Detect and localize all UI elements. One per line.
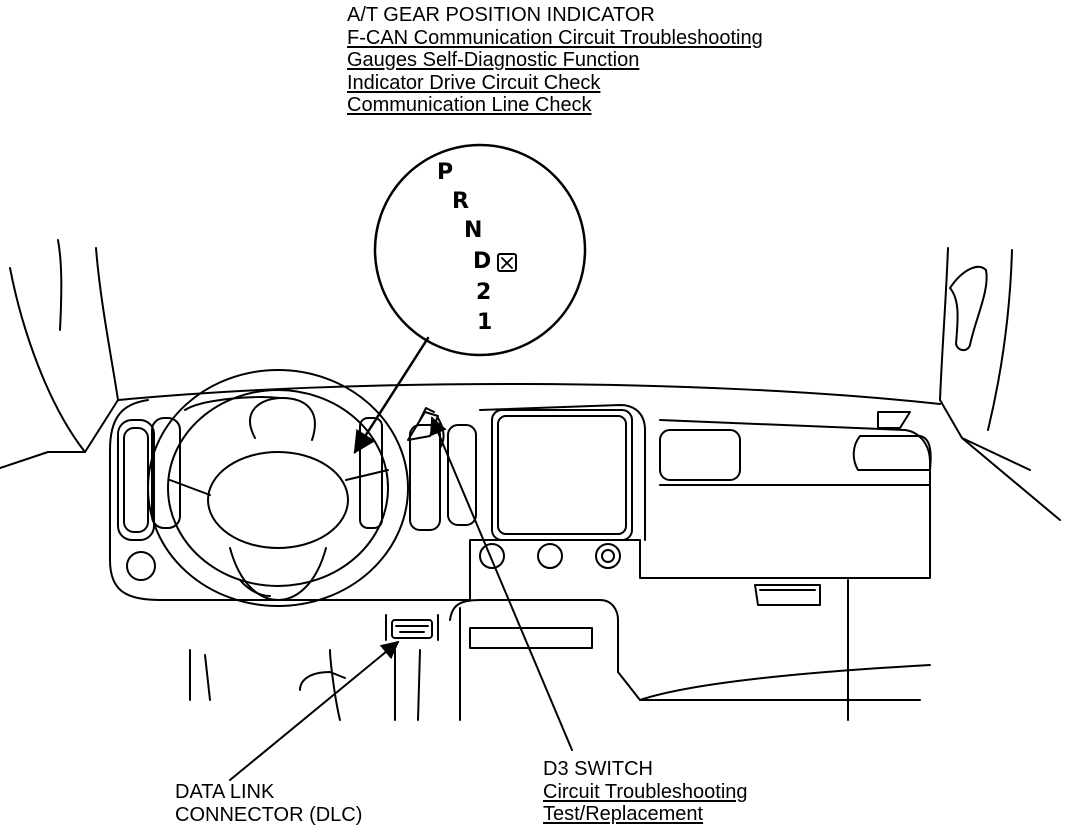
gauge-cluster <box>184 396 441 531</box>
d3-switch-leader <box>430 416 573 751</box>
dlc-leader <box>229 640 400 781</box>
link-gauges-self-diagnostic[interactable]: Gauges Self-Diagnostic Function <box>347 49 640 71</box>
dlc-connector-shape <box>385 614 439 641</box>
link-circuit-troubleshooting[interactable]: Circuit Troubleshooting <box>543 780 748 803</box>
gear-r: R <box>452 189 469 214</box>
gear-n: N <box>464 218 483 243</box>
d3-indicator-icon <box>497 253 517 272</box>
link-communication-line-check[interactable]: Communication Line Check <box>347 94 592 116</box>
dlc-label-line2: CONNECTOR (DLC) <box>175 803 363 826</box>
gear-p: P <box>437 160 454 185</box>
left-air-vents <box>117 417 181 581</box>
gear-1: 1 <box>477 310 493 335</box>
link-test-replacement[interactable]: Test/Replacement <box>543 803 704 825</box>
gear-indicator-title: A/T GEAR POSITION INDICATOR <box>347 4 655 26</box>
center-display <box>491 409 633 541</box>
right-a-pillar <box>939 247 1061 521</box>
lower-dashboard <box>189 579 931 721</box>
steering-wheel <box>147 369 409 607</box>
gear-indicator-callout: A/T GEAR POSITION INDICATOR F-CAN Commun… <box>347 4 763 117</box>
d3-switch-callout: D3 SWITCH Circuit Troubleshooting Test/R… <box>543 758 748 826</box>
center-left-vent <box>447 424 477 526</box>
gear-2: 2 <box>476 280 492 305</box>
gear-d: D <box>473 249 492 274</box>
gear-indicator-leader <box>353 336 430 454</box>
dlc-callout: DATA LINK CONNECTOR (DLC) <box>175 781 362 826</box>
dashboard-top-edge <box>117 382 941 405</box>
gear-indicator-magnifier <box>373 143 587 357</box>
left-a-pillar <box>0 239 119 469</box>
link-fcan-troubleshooting[interactable]: F-CAN Communication Circuit Troubleshoot… <box>347 26 763 49</box>
dashboard-outline <box>109 399 931 601</box>
right-dashboard-panels <box>659 411 932 606</box>
link-indicator-drive-check[interactable]: Indicator Drive Circuit Check <box>347 71 601 94</box>
climate-knobs <box>479 543 621 569</box>
center-stack-frame <box>479 404 646 541</box>
dlc-label-line1: DATA LINK <box>175 781 275 803</box>
d3-switch-title: D3 SWITCH <box>543 758 653 780</box>
